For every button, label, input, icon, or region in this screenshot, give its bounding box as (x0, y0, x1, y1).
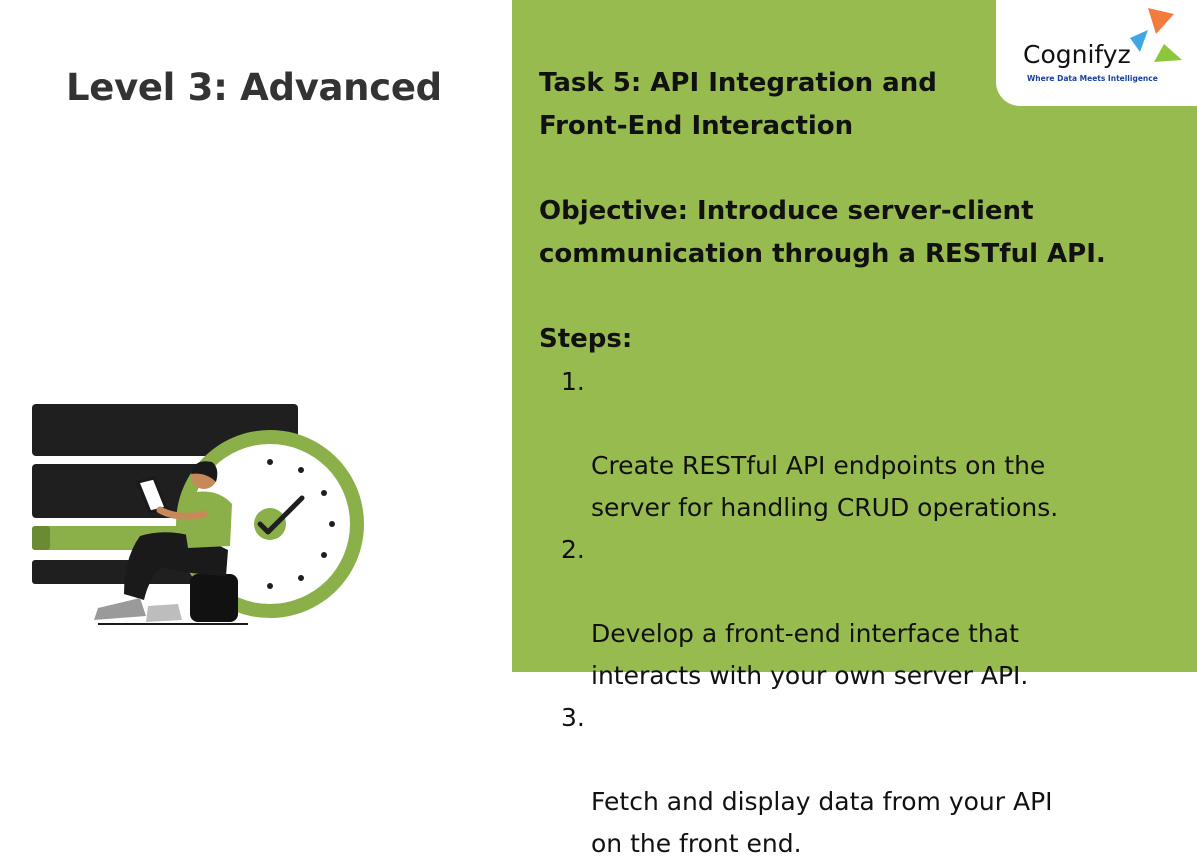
step-text: Fetch and display data from your API on … (591, 787, 1053, 858)
task-panel (512, 0, 1197, 672)
step-number: 3. (561, 703, 585, 732)
step-item: 1. Create RESTful API endpoints on the s… (539, 361, 1179, 529)
step-number: 2. (561, 535, 585, 564)
logo-wordmark: Cognifyz (1023, 40, 1131, 69)
cognifyz-logo: Cognifyz Where Data Meets Intelligence (996, 0, 1197, 106)
steps-label: Steps: (539, 324, 633, 354)
logo-tagline: Where Data Meets Intelligence (1027, 74, 1158, 83)
steps-list: 1. Create RESTful API endpoints on the s… (539, 361, 1179, 865)
left-panel: Level 3: Advanced (0, 0, 512, 672)
step-text: Create RESTful API endpoints on the serv… (591, 451, 1059, 522)
task-title: Task 5: API Integration and Front-End In… (539, 68, 937, 141)
step-item: 3. Fetch and display data from your API … (539, 697, 1179, 865)
task-content: Task 5: API Integration and Front-End In… (539, 62, 1179, 865)
logo-triangles-icon (1130, 8, 1182, 62)
step-number: 1. (561, 367, 585, 396)
level-title: Level 3: Advanced (66, 66, 442, 109)
server-clock-illustration (32, 404, 364, 625)
step-text: Develop a front-end interface that inter… (591, 619, 1029, 690)
task-objective: Objective: Introduce server-client commu… (539, 196, 1106, 269)
